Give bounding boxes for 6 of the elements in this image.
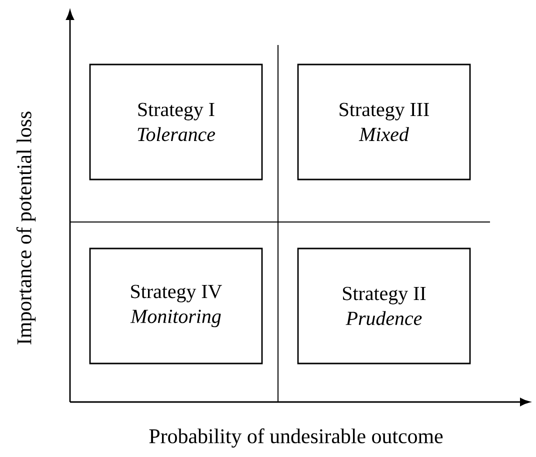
strategy-box: Strategy I Tolerance — [89, 64, 263, 180]
strategy-box: Strategy II Prudence — [297, 248, 471, 364]
axis-title: Importance of potential loss — [16, 112, 36, 344]
axis-title: Probability of undesirable outcome — [149, 428, 443, 448]
strategy-box: Strategy III Mixed — [297, 64, 471, 180]
strategy-box: Strategy IV Monitoring — [89, 248, 263, 364]
